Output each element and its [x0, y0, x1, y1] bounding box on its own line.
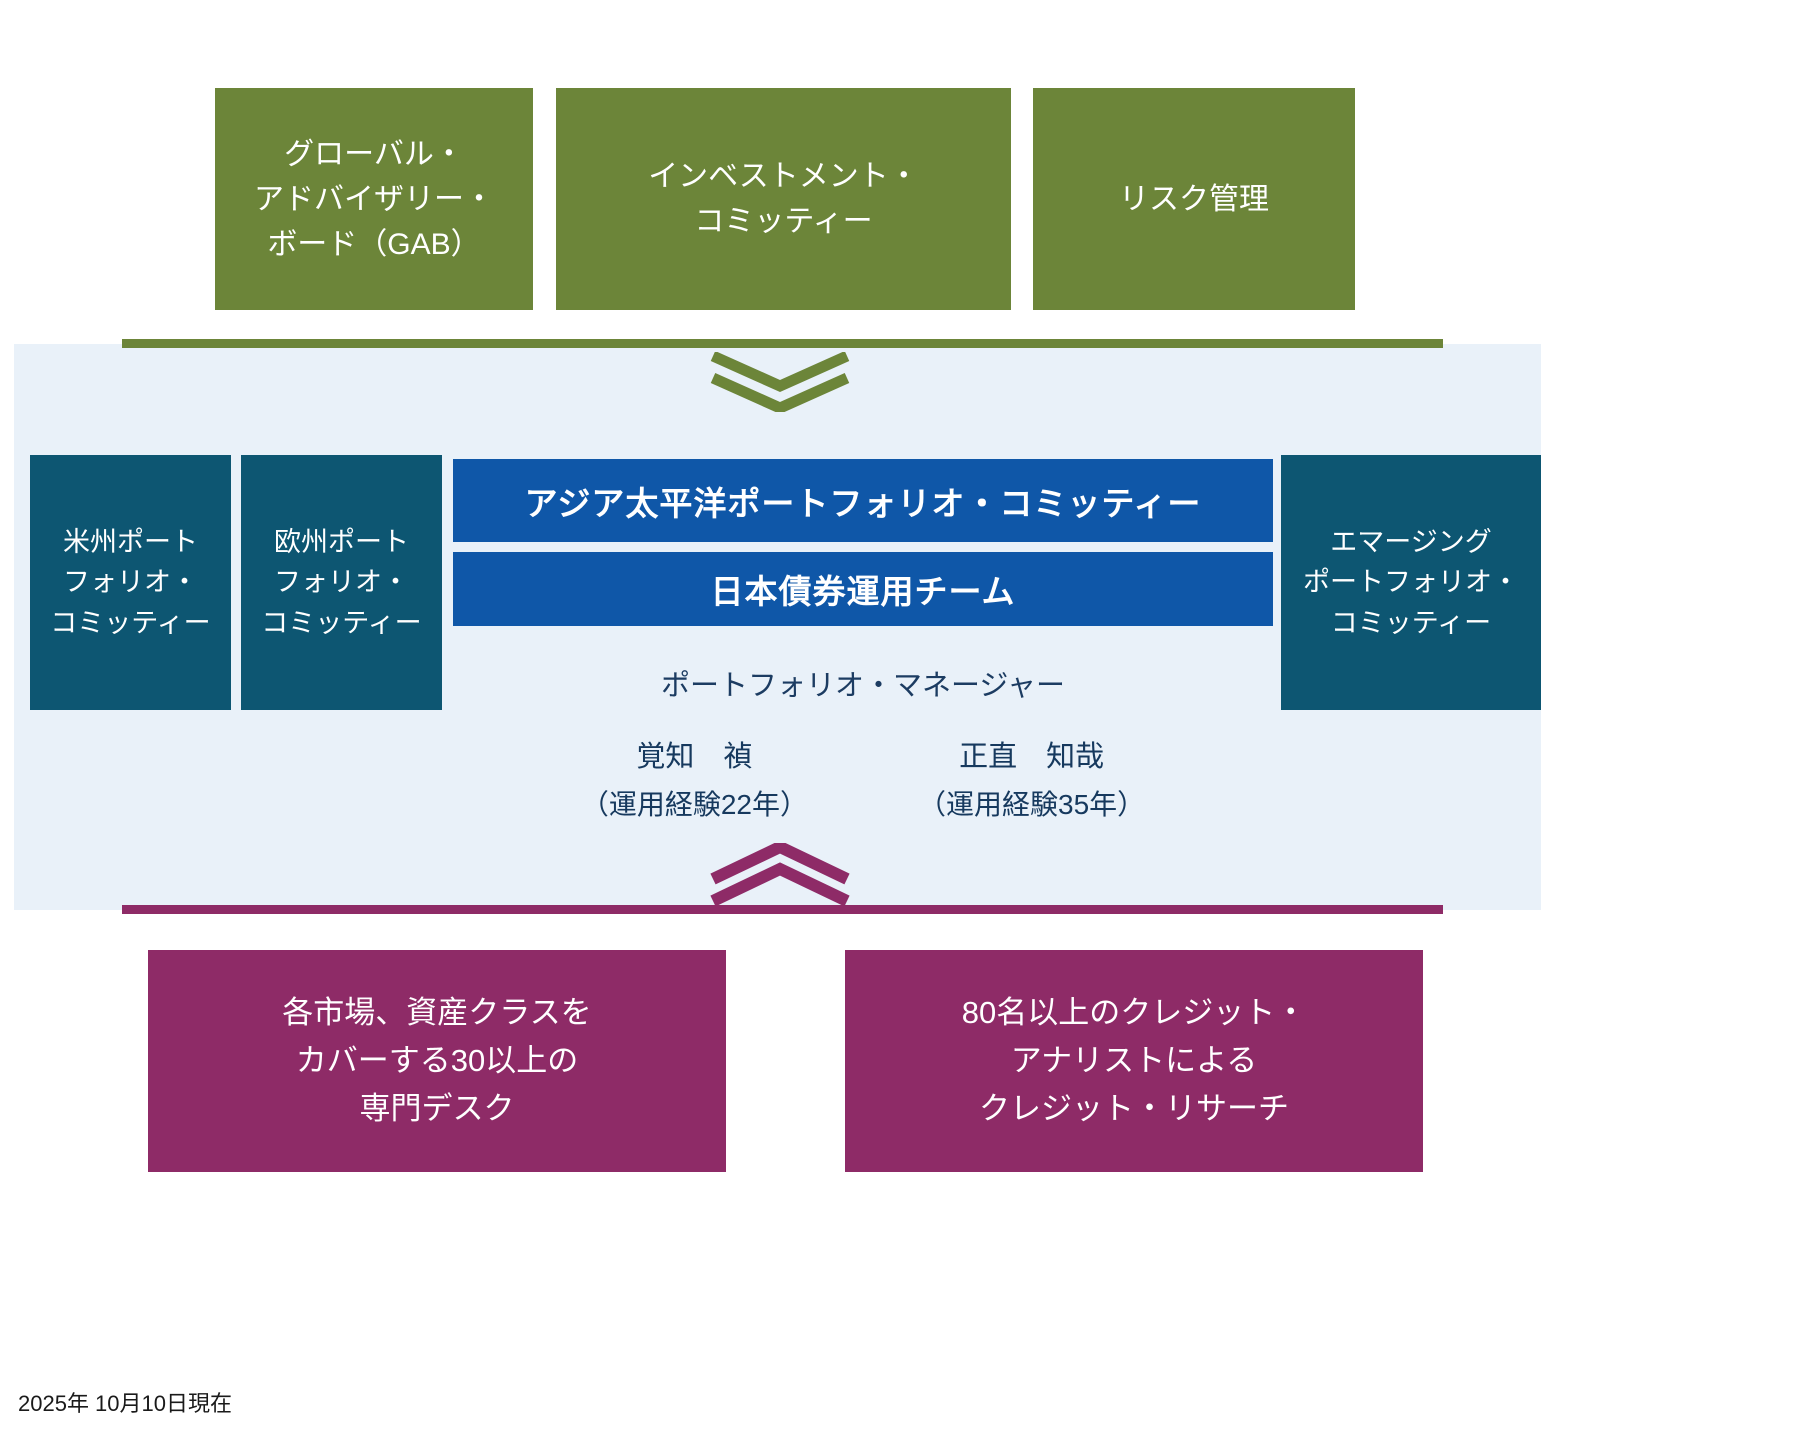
box-europe-portfolio-committee: 欧州ポート フォリオ・ コミッティー [241, 455, 442, 710]
portfolio-managers: 覚知 禎 （運用経験22年） 正直 知哉 （運用経験35年） [453, 733, 1273, 823]
box-investment-committee: インベストメント・ コミッティー [556, 88, 1011, 310]
purple-connector-line [122, 905, 1443, 914]
portfolio-manager-label: ポートフォリオ・マネージャー [661, 670, 1065, 702]
bar-asia-pacific-portfolio-committee: アジア太平洋ポートフォリオ・コミッティー [453, 459, 1273, 542]
bar-japan-bond-team: 日本債券運用チーム [453, 552, 1273, 626]
box-specialized-desks: 各市場、資産クラスを カバーする30以上の 専門デスク [148, 950, 726, 1172]
green-connector-line [122, 339, 1443, 348]
box-risk-management: リスク管理 [1033, 88, 1355, 310]
manager-item: 覚知 禎 （運用経験22年） [581, 733, 808, 823]
manager-item: 正直 知哉 （運用経験35年） [918, 733, 1145, 823]
box-credit-research: 80名以上のクレジット・ アナリストによる クレジット・リサーチ [845, 950, 1423, 1172]
manager-name: 正直 知哉 [959, 741, 1105, 773]
manager-experience: （運用経験35年） [918, 789, 1146, 820]
box-emerging-portfolio-committee: エマージング ポートフォリオ・ コミッティー [1281, 455, 1541, 710]
manager-experience: （運用経験22年） [580, 789, 808, 820]
down-arrow-icon [710, 352, 850, 412]
as-of-date: 2025年 10月10日現在 [18, 1391, 232, 1416]
manager-name: 覚知 禎 [636, 741, 753, 773]
up-arrow-icon [710, 843, 850, 905]
box-americas-portfolio-committee: 米州ポート フォリオ・ コミッティー [30, 455, 231, 710]
box-global-advisory-board: グローバル・ アドバイザリー・ ボード（GAB） [215, 88, 533, 310]
